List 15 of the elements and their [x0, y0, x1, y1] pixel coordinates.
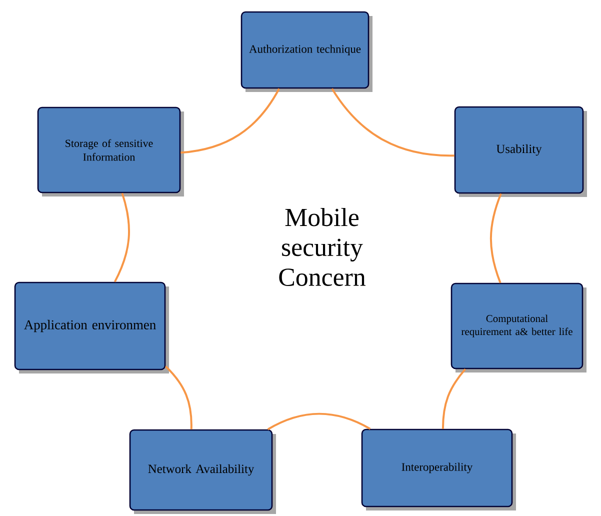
ring-arc [114, 192, 130, 282]
topic-box: Computational requirement a& better life [450, 282, 584, 370]
topic-box: Usability [454, 106, 584, 194]
ring-arc [490, 193, 502, 284]
ring-arc [164, 366, 192, 430]
center-title: Mobile security Concern [279, 208, 366, 286]
topic-box: Interoperability [361, 428, 513, 508]
ring-arc [442, 368, 466, 429]
topic-box: Storage of sensitive Information [37, 106, 181, 194]
ring-arc [180, 88, 280, 154]
topic-box: Network Availability [129, 429, 273, 511]
topic-box: Authorization technique [240, 11, 370, 89]
topic-box: Application environmen [14, 282, 166, 370]
ring-arc [331, 88, 454, 157]
ring-arc [267, 412, 371, 430]
